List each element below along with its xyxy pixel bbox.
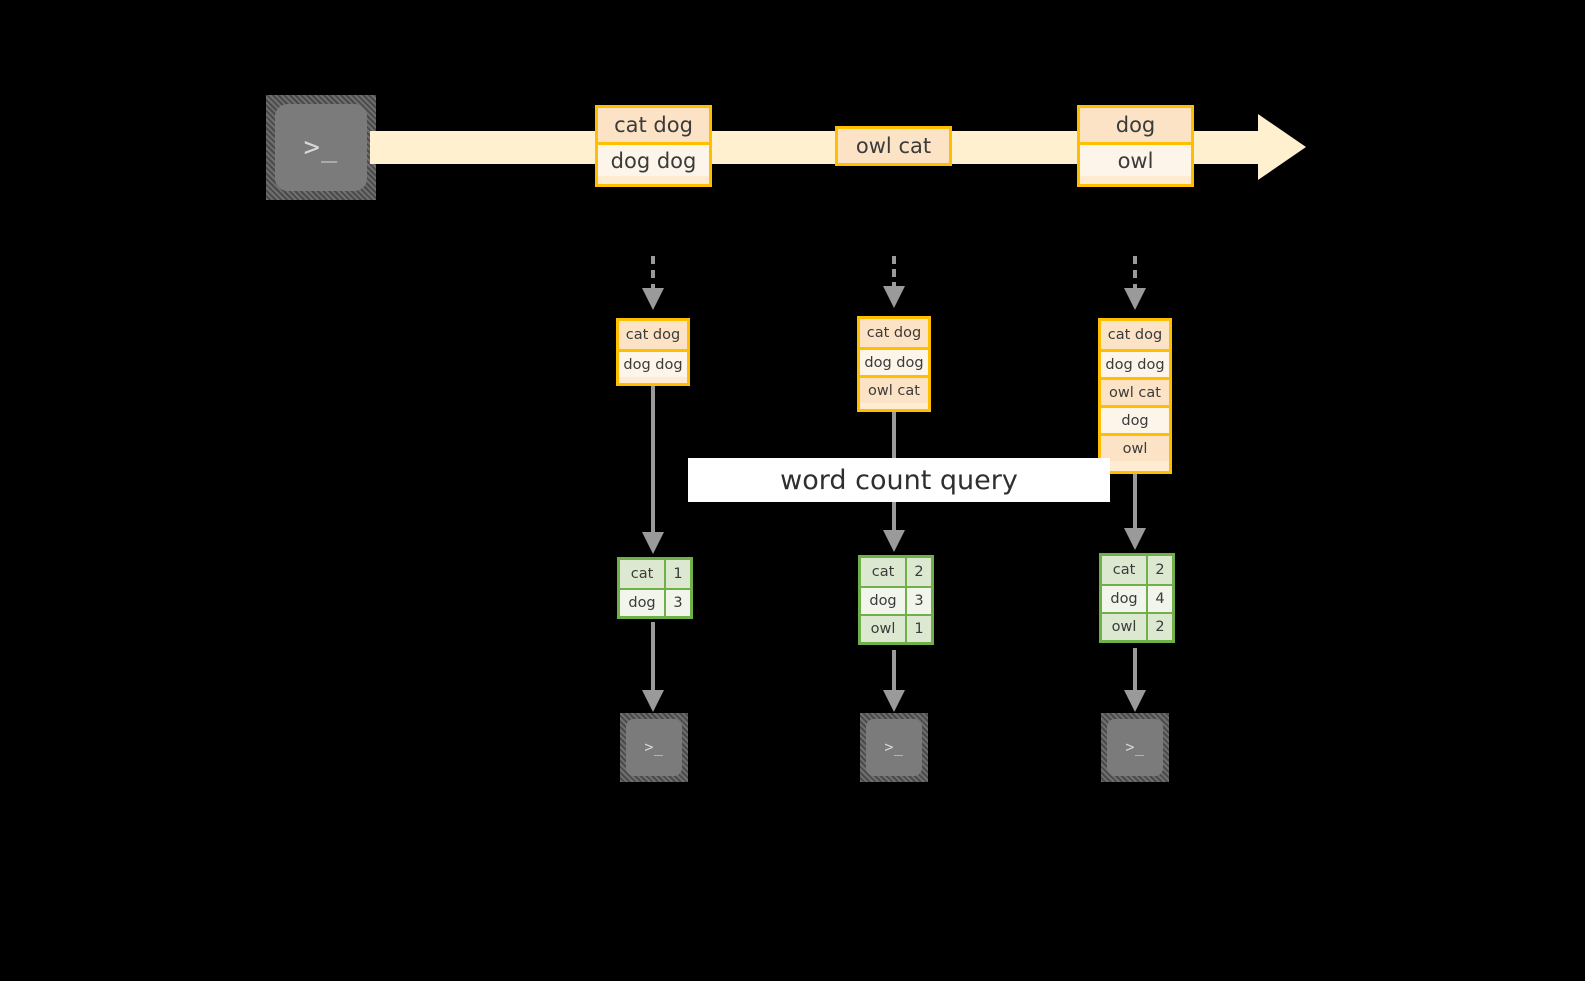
query-arrow-1-head xyxy=(642,532,664,554)
input-table-3-row-5: owl xyxy=(1101,433,1169,461)
result-table-2-row-1-count: 2 xyxy=(905,558,931,586)
stream-batch-2: owl cat xyxy=(835,126,952,166)
result-table-3-row-3-count: 2 xyxy=(1146,614,1172,640)
input-table-1: cat dog dog dog xyxy=(616,318,690,386)
result-table-1-row-1-count: 1 xyxy=(664,560,690,588)
sink-arrow-3-head xyxy=(1124,690,1146,712)
trigger-arrow-3-head xyxy=(1124,288,1146,310)
result-table-3-row-2-count: 4 xyxy=(1146,586,1172,612)
terminal-prompt-glyph: >_ xyxy=(303,132,339,163)
input-table-1-row-1: cat dog xyxy=(619,321,687,349)
query-label-text: word count query xyxy=(780,464,1018,496)
result-table-3-row-3: owl 2 xyxy=(1102,612,1172,640)
sink-terminal-icon-2: >_ xyxy=(860,713,928,782)
result-table-2-row-2-count: 3 xyxy=(905,588,931,614)
sink-arrow-2-head xyxy=(883,690,905,712)
trigger-arrow-3-shaft xyxy=(1133,256,1137,292)
result-table-2-row-3: owl 1 xyxy=(861,614,931,642)
stream-batch-1-line-1: cat dog xyxy=(598,108,709,142)
input-table-3: cat dog dog dog owl cat dog owl xyxy=(1098,318,1172,474)
sink-terminal-icon-1: >_ xyxy=(620,713,688,782)
trigger-arrow-1-shaft xyxy=(651,256,655,292)
trigger-arrow-2-head xyxy=(883,286,905,308)
result-table-3-row-1-word: cat xyxy=(1102,556,1146,584)
stream-batch-1-line-2: dog dog xyxy=(598,142,709,176)
input-table-2-row-3: owl cat xyxy=(860,375,928,403)
result-table-3-row-1-count: 2 xyxy=(1146,556,1172,584)
result-table-2-row-2-word: dog xyxy=(861,588,905,614)
terminal-prompt-glyph: >_ xyxy=(1125,738,1145,756)
source-terminal-icon: >_ xyxy=(266,95,376,200)
input-table-2: cat dog dog dog owl cat xyxy=(857,316,931,412)
input-table-1-row-2: dog dog xyxy=(619,349,687,377)
result-table-2-row-1: cat 2 xyxy=(861,558,931,586)
sink-terminal-icon-3: >_ xyxy=(1101,713,1169,782)
terminal-prompt-glyph: >_ xyxy=(884,738,904,756)
input-table-2-row-2: dog dog xyxy=(860,347,928,375)
query-label-band: word count query xyxy=(688,458,1110,502)
result-table-3: cat 2 dog 4 owl 2 xyxy=(1099,553,1175,643)
result-table-2-row-3-word: owl xyxy=(861,616,905,642)
result-table-3-row-3-word: owl xyxy=(1102,614,1146,640)
sink-arrow-3-shaft xyxy=(1133,648,1137,694)
stream-batch-1: cat dog dog dog xyxy=(595,105,712,187)
query-arrow-2-head xyxy=(883,530,905,552)
terminal-prompt-glyph: >_ xyxy=(644,738,664,756)
input-table-3-row-2: dog dog xyxy=(1101,349,1169,377)
result-table-1-row-2: dog 3 xyxy=(620,588,690,616)
trigger-arrow-1-head xyxy=(642,288,664,310)
result-table-1-row-1: cat 1 xyxy=(620,560,690,588)
result-table-1-row-2-count: 3 xyxy=(664,590,690,616)
result-table-2: cat 2 dog 3 owl 1 xyxy=(858,555,934,645)
input-table-3-row-3: owl cat xyxy=(1101,377,1169,405)
query-arrow-3-shaft xyxy=(1133,474,1137,534)
input-table-3-row-4: dog xyxy=(1101,405,1169,433)
result-table-3-row-1: cat 2 xyxy=(1102,556,1172,584)
trigger-arrow-2-shaft xyxy=(892,256,896,290)
sink-arrow-1-head xyxy=(642,690,664,712)
result-table-1: cat 1 dog 3 xyxy=(617,557,693,619)
stream-batch-3-line-1: dog xyxy=(1080,108,1191,142)
stream-batch-2-line-1: owl cat xyxy=(838,129,949,163)
result-table-2-row-2: dog 3 xyxy=(861,586,931,614)
result-table-1-row-2-word: dog xyxy=(620,590,664,616)
stream-batch-3-line-2: owl xyxy=(1080,142,1191,176)
result-table-3-row-2: dog 4 xyxy=(1102,584,1172,612)
query-arrow-1-shaft xyxy=(651,386,655,536)
result-table-2-row-3-count: 1 xyxy=(905,616,931,642)
sink-arrow-2-shaft xyxy=(892,650,896,694)
result-table-2-row-1-word: cat xyxy=(861,558,905,586)
stream-batch-3: dog owl xyxy=(1077,105,1194,187)
result-table-1-row-1-word: cat xyxy=(620,560,664,588)
input-table-3-row-1: cat dog xyxy=(1101,321,1169,349)
result-table-3-row-2-word: dog xyxy=(1102,586,1146,612)
stream-arrowhead xyxy=(1258,114,1306,180)
input-table-2-row-1: cat dog xyxy=(860,319,928,347)
sink-arrow-1-shaft xyxy=(651,622,655,694)
query-arrow-3-head xyxy=(1124,528,1146,550)
